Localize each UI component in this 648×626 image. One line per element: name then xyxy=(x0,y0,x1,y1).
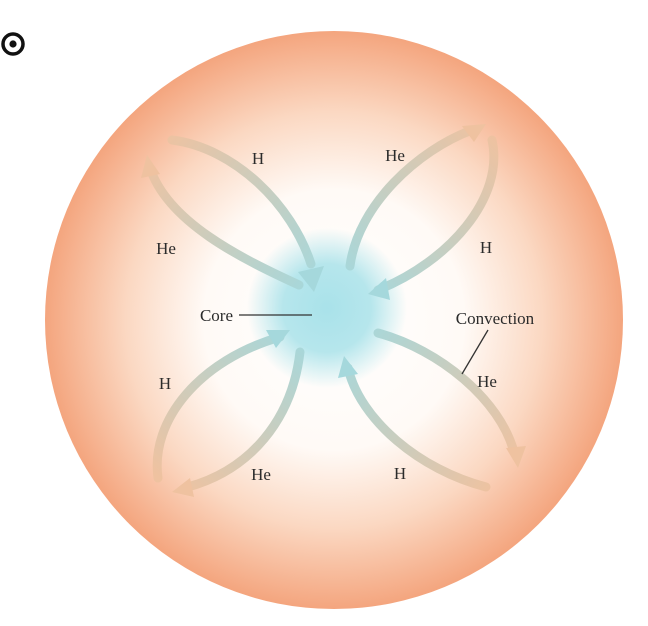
label-bottom-right-outer: He xyxy=(477,372,497,391)
sun-symbol-icon xyxy=(1,32,25,56)
arrowhead-top-left-edge xyxy=(141,155,160,178)
arrowhead-bottom-left-edge xyxy=(172,478,194,497)
arrowhead-top-left-core xyxy=(298,266,324,292)
label-top-right-inner: H xyxy=(480,238,492,257)
arrowhead-bottom-right-core xyxy=(338,356,358,378)
arrow-bottom-left-outer xyxy=(152,332,285,483)
arrow-top-right-inner xyxy=(373,135,499,295)
label-bottom-right-inner: H xyxy=(394,464,406,483)
convection-arrows xyxy=(145,125,519,492)
label-top-right-outer: He xyxy=(385,146,405,165)
label-core: Core xyxy=(200,306,233,325)
convection-leader-line xyxy=(461,329,489,375)
arrow-top-left-inner xyxy=(145,163,304,290)
arrow-top-right-outer xyxy=(345,125,477,271)
arrowhead-bottom-right-edge xyxy=(506,446,526,468)
arrow-bottom-right-outer xyxy=(373,328,519,457)
label-convection: Convection xyxy=(456,309,535,328)
core xyxy=(247,228,407,388)
label-bottom-left-inner: He xyxy=(251,465,271,484)
arrow-bottom-left-inner xyxy=(183,347,305,492)
arrowhead-bottom-left-core xyxy=(266,330,290,348)
arrowheads xyxy=(141,124,526,497)
arrowhead-top-right-edge xyxy=(462,124,486,142)
label-top-left-outer: H xyxy=(252,149,264,168)
arrow-top-left-outer xyxy=(167,135,316,269)
label-top-left-inner: He xyxy=(156,239,176,258)
arrow-bottom-right-inner xyxy=(343,363,491,492)
arrowhead-top-right-core xyxy=(368,278,390,300)
label-bottom-left-outer: H xyxy=(159,374,171,393)
